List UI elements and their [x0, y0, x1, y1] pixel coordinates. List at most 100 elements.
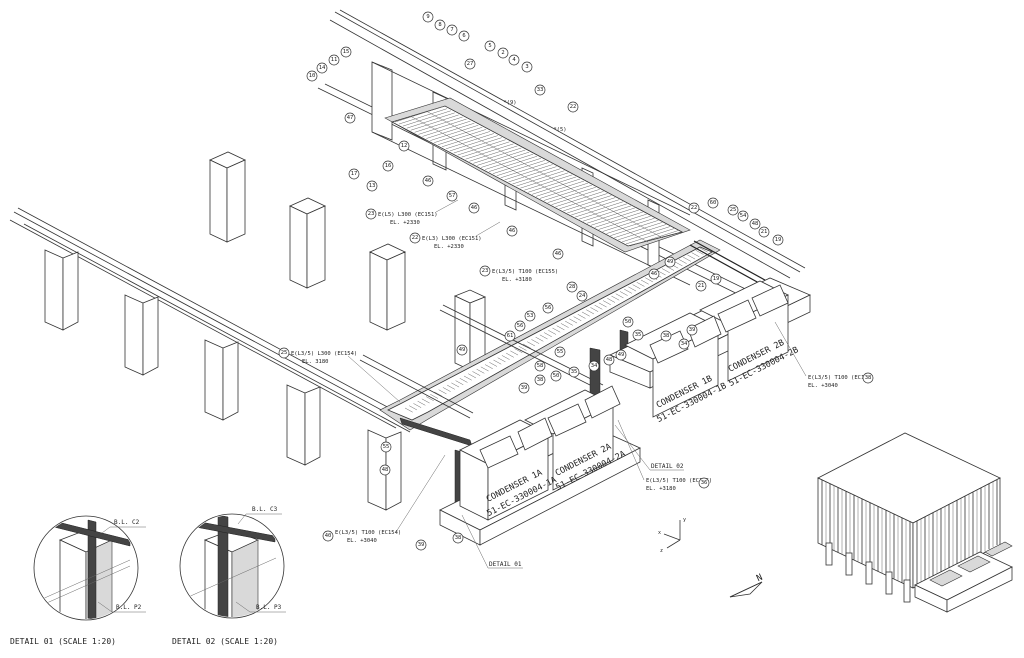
item-tag-40: 24: [576, 290, 588, 302]
item-tag-37: 21: [695, 280, 707, 292]
svg-text:16: 16: [385, 163, 392, 169]
svg-text:23: 23: [482, 268, 489, 274]
svg-text:EL. +3180: EL. +3180: [646, 486, 676, 492]
detail-02-top-label: B.L. C3: [252, 506, 278, 513]
item-tag-10: 11: [328, 54, 340, 66]
svg-text:33: 33: [537, 87, 544, 93]
svg-text:6: 6: [462, 33, 465, 39]
item-tag-20: 13: [366, 180, 378, 192]
svg-text:22: 22: [570, 104, 577, 110]
condenser-skid-b: [609, 277, 811, 418]
svg-text:50: 50: [625, 319, 632, 325]
upper-pipe-rack: [317, 9, 806, 306]
item-tag-7: 4: [508, 54, 520, 66]
item-tag-29: 60: [707, 197, 719, 209]
svg-text:EL. +2330: EL. +2330: [434, 244, 464, 250]
tray-callout-2: 22 E(L3) L300 (EC151) EL. +2330: [409, 221, 501, 250]
svg-text:3: 3: [525, 64, 528, 70]
item-tag-43: 56: [514, 320, 526, 332]
item-tag-33: 21: [758, 226, 770, 238]
axis-y-label: y: [683, 517, 686, 523]
axis-x-label: x: [658, 530, 661, 536]
detail-02-title: DETAIL 02 (SCALE 1:20): [172, 637, 278, 646]
north-arrow: N: [729, 573, 764, 598]
item-tag-15: 33: [534, 84, 546, 96]
item-tag-54: 38: [534, 374, 546, 386]
svg-text:13: 13: [369, 183, 376, 189]
item-tag-38: 19: [710, 273, 722, 285]
tray-callout-3: 23 E(L3/5) T100 (EC155) EL. +3180: [479, 265, 558, 283]
item-tag-25: 46: [468, 202, 480, 214]
item-tag-32: 48: [749, 218, 761, 230]
item-tag-45: 55: [554, 346, 566, 358]
item-tag-23: 46: [422, 175, 434, 187]
svg-text:11: 11: [331, 57, 338, 63]
item-tag-31: 54: [737, 210, 749, 222]
item-tag-42: 53: [524, 310, 536, 322]
detail-01-top-label: B.L. C2: [114, 519, 140, 526]
north-label: N: [755, 573, 764, 584]
tray-callout-1: 23 E(L5) L300 (EC151) EL. +2330: [365, 199, 459, 226]
svg-text:10: 10: [309, 73, 316, 79]
svg-text:53: 53: [527, 313, 534, 319]
axis-z-label: z: [660, 548, 663, 554]
item-tag-52: 49: [456, 344, 468, 356]
svg-text:35: 35: [635, 332, 642, 338]
item-tag-41: 56: [542, 302, 554, 314]
item-tag-50: 39: [686, 324, 698, 336]
left-pipe-rack: [9, 207, 411, 511]
svg-text:56: 56: [545, 305, 552, 311]
svg-text:36: 36: [701, 480, 708, 486]
item-tag-56: 35: [568, 366, 580, 378]
item-tag-36: 49: [664, 256, 676, 268]
detail-ref-01: DETAIL 01: [489, 561, 522, 568]
item-tag-9: 15: [340, 46, 352, 58]
item-tag-24: 57: [446, 190, 458, 202]
svg-text:E(L5) L300 (EC151): E(L5) L300 (EC151): [378, 212, 438, 218]
item-tag-8: 3: [521, 61, 533, 73]
detail-01: B.L. C2 B.L. P2 DETAIL 01 (SCALE 1:20): [10, 515, 146, 646]
item-tag-30: 25: [727, 204, 739, 216]
svg-text:EL. +3040: EL. +3040: [808, 383, 838, 389]
svg-text:E(L3/5) T100 (EC154): E(L3/5) T100 (EC154): [335, 530, 401, 536]
tray-callout-5: E(L3/5) T100 (EC153) EL. +3040 38: [774, 321, 874, 389]
svg-text:61: 61: [507, 333, 514, 339]
svg-text:39: 39: [521, 385, 528, 391]
detail-01-title: DETAIL 01 (SCALE 1:20): [10, 637, 116, 646]
svg-text:40: 40: [325, 533, 332, 539]
svg-text:39: 39: [689, 327, 696, 333]
item-tag-62: 39: [415, 539, 427, 551]
svg-text:24: 24: [579, 293, 586, 299]
item-tag-47: 50: [622, 316, 634, 328]
svg-text:25: 25: [730, 207, 737, 213]
axis-triad: y x z: [658, 517, 686, 554]
detail-ref-02: DETAIL 02: [651, 463, 684, 470]
item-tag-39: 28: [566, 281, 578, 293]
svg-text:58: 58: [537, 363, 544, 369]
item-tag-1: 9: [422, 11, 434, 23]
svg-text:*(9): *(9): [503, 100, 516, 106]
detail-01-bottom-label: B.L. P2: [116, 604, 142, 611]
svg-text:17: 17: [351, 171, 358, 177]
svg-text:46: 46: [471, 205, 478, 211]
item-tag-26: 46: [506, 225, 518, 237]
svg-text:19: 19: [775, 237, 782, 243]
tray-hatch-upper: [394, 106, 679, 247]
item-tag-35: 46: [648, 268, 660, 280]
svg-text:46: 46: [425, 178, 432, 184]
svg-text:38: 38: [663, 333, 670, 339]
svg-text:50: 50: [553, 373, 560, 379]
svg-text:56: 56: [517, 323, 524, 329]
svg-text:25: 25: [281, 350, 288, 356]
item-tag-59: 49: [615, 349, 627, 361]
svg-text:57: 57: [449, 193, 456, 199]
svg-text:49: 49: [459, 347, 466, 353]
condenser-perspective: [817, 432, 1013, 613]
svg-text:E(L3) L300 (EC151): E(L3) L300 (EC151): [422, 236, 482, 242]
svg-text:22: 22: [691, 205, 698, 211]
item-tag-12: 10: [306, 70, 318, 82]
svg-text:34: 34: [681, 341, 688, 347]
item-tag-49: 38: [660, 330, 672, 342]
item-tag-58: 48: [603, 354, 615, 366]
